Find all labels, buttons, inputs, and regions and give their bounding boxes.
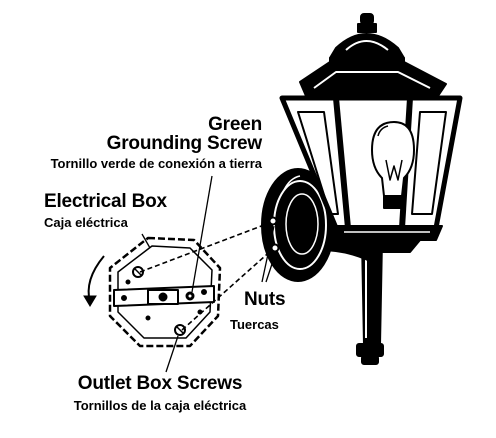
light-bulb [371, 121, 415, 197]
outlet-box-screws-label: Outlet Box Screws [77, 373, 243, 394]
leader-grounding-screw [191, 175, 213, 293]
nuts-label-es: Tuercas [230, 317, 279, 332]
outlet-box-screws-label-es: Tornillos de la caja eléctrica [73, 398, 247, 413]
outlet-box-screw-top [132, 266, 144, 278]
grounding-screw-label-line1: Green [208, 114, 262, 135]
lantern-roof [299, 61, 447, 97]
electrical-box-label: Electrical Box [44, 191, 167, 212]
lantern-cap [329, 33, 405, 59]
grounding-screw-label-es: Tornillo verde de conexión a tierra [50, 156, 262, 171]
leader-lines [141, 175, 277, 373]
leader-nuts-1 [261, 225, 275, 283]
lantern-fixture [261, 13, 463, 365]
alignment-lines [139, 221, 275, 331]
nuts-label: Nuts [244, 289, 286, 310]
leader-electrical-box [141, 233, 151, 249]
electrical-box [108, 236, 222, 348]
lantern-base [329, 225, 443, 241]
nuts [268, 216, 280, 253]
grounding-screw [185, 291, 195, 301]
electrical-box-label-es: Caja eléctrica [44, 215, 128, 230]
grounding-screw-label-line2: Grounding Screw [106, 133, 263, 154]
rotation-arrow [83, 255, 105, 307]
leader-nuts-2 [265, 251, 277, 283]
outlet-box-screw-bottom [174, 324, 186, 336]
lantern-finial-knob [360, 13, 374, 25]
stem-bottom-cap [356, 343, 384, 357]
leader-outlet-screw [165, 335, 179, 373]
